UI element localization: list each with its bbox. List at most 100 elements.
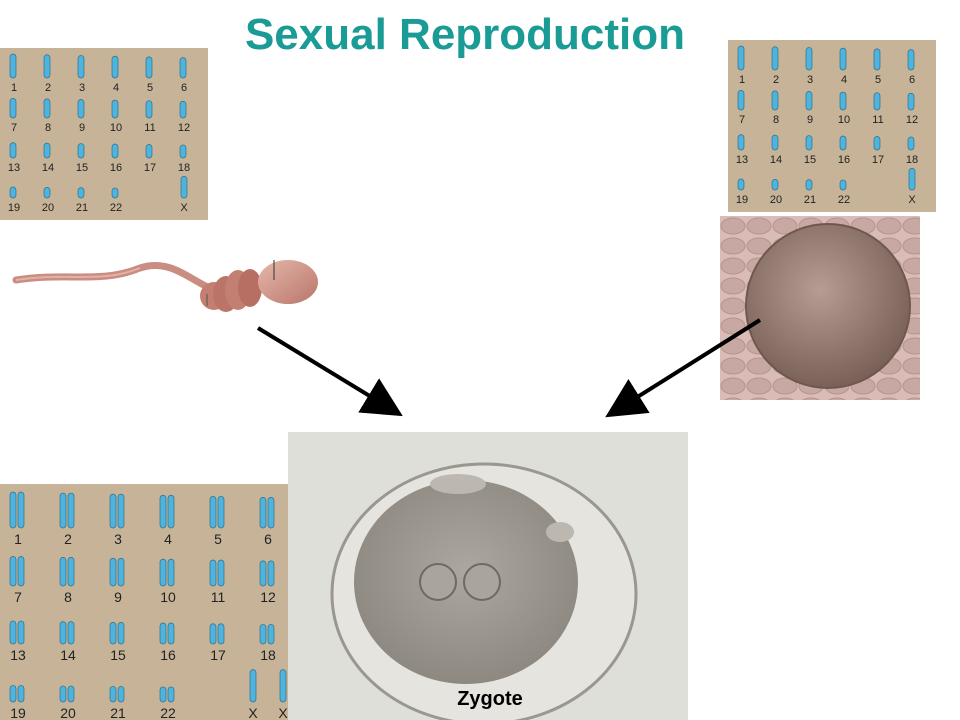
chromosome-4 [159,494,167,529]
chromosome-8 [771,90,779,111]
sperm-to-zygote-arrow [256,326,403,417]
chromosome-label: 2 [45,82,51,94]
chromosome-10 [159,558,167,587]
chromosome-label: 17 [210,647,226,663]
chromosome-8 [43,98,51,119]
chromosome-9 [805,91,813,111]
chromosome-label: 5 [214,531,222,547]
chromosome-22 [167,686,175,703]
zygote-label: Zygote [457,688,523,710]
chromosome-21 [77,187,85,199]
chromosome-22 [111,187,119,199]
chromosome-label: 13 [8,162,20,174]
chromosome-label: 21 [110,705,126,720]
chromosome-label: 12 [906,114,918,126]
chromosome-label: 13 [736,154,748,166]
chromosome-label: 10 [160,589,176,605]
chromosome-3 [109,493,117,529]
chromosome-22 [159,686,167,703]
chromosome-X [180,176,188,199]
chromosome-label: 14 [770,154,782,166]
chromosome-1 [737,45,745,71]
chromosome-label: 22 [838,194,850,206]
chromosome-13 [9,620,17,645]
chromosome-11 [209,559,217,587]
chromosome-13 [17,620,25,645]
chromosome-7 [737,89,745,111]
chromosome-18 [907,136,915,151]
chromosome-label: X [248,705,258,720]
egg-to-zygote-arrow [605,318,762,418]
chromosome-5 [145,56,153,79]
chromosome-22 [839,179,847,191]
chromosome-4 [839,47,847,71]
chromosome-label: 14 [42,162,54,174]
chromosome-17 [209,623,217,645]
chromosome-label: 2 [773,74,779,86]
chromosome-20 [771,178,779,191]
chromosome-label: 15 [804,154,816,166]
chromosome-9 [77,99,85,119]
chromosome-label: 6 [181,82,187,94]
chromosome-12 [907,92,915,111]
chromosome-5 [873,48,881,71]
chromosome-11 [873,92,881,111]
chromosome-label: 20 [770,194,782,206]
chromosome-label: 11 [144,122,155,134]
chromosome-label: 9 [79,122,85,134]
chromosome-label: 22 [160,705,176,720]
chromosome-13 [737,134,745,151]
chromosome-label: X [278,705,288,720]
chromosome-label: 2 [64,531,72,547]
chromosome-label: 19 [8,202,20,214]
chromosome-20 [43,186,51,199]
chromosome-label: 20 [60,705,76,720]
chromosome-1 [9,491,17,529]
chromosome-19 [9,685,17,703]
chromosome-label: 10 [110,122,122,134]
chromosome-21 [109,686,117,703]
chromosome-1 [17,491,25,529]
chromosome-label: 11 [211,589,226,605]
chromosome-label: 18 [178,162,190,174]
chromosome-16 [167,622,175,645]
chromosome-2 [67,492,75,529]
chromosome-label: 3 [79,82,85,94]
chromosome-5 [217,495,225,529]
chromosome-label: 1 [14,531,22,547]
chromosome-8 [67,557,75,587]
chromosome-label: 16 [110,162,122,174]
chromosome-label: 17 [872,154,884,166]
chromosome-label: 9 [114,589,122,605]
chromosome-17 [873,136,881,151]
chromosome-label: 16 [160,647,176,663]
chromosome-13 [9,142,17,159]
chromosome-2 [43,54,51,79]
chromosome-label: 15 [76,162,88,174]
chromosome-14 [67,621,75,645]
chromosome-6 [267,497,275,529]
chromosome-21 [117,686,125,703]
chromosome-label: 9 [807,114,813,126]
chromosome-20 [67,685,75,703]
chromosome-label: X [908,194,916,206]
chromosome-X [279,669,287,703]
chromosome-12 [179,100,187,119]
chromosome-14 [771,134,779,151]
chromosome-6 [179,57,187,79]
chromosome-15 [805,135,813,151]
sperm-cell-image [12,260,318,312]
chromosome-label: 4 [164,531,172,547]
chromosome-12 [267,560,275,587]
chromosome-label: 21 [76,202,88,214]
chromosome-X [908,168,916,191]
chromosome-label: 7 [14,589,22,605]
chromosome-2 [771,46,779,71]
chromosome-4 [111,55,119,79]
chromosome-label: 8 [64,589,72,605]
